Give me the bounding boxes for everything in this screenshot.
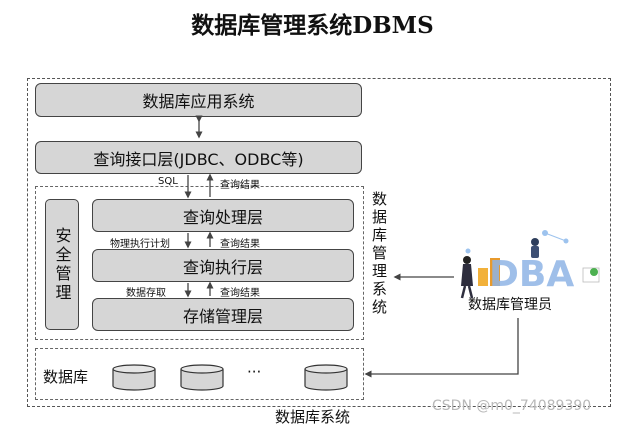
- query-interface-layer: 查询接口层(JDBC、ODBC等): [35, 141, 362, 174]
- database-system-label: 数据库系统: [274, 408, 350, 426]
- application-layer: 数据库应用系统: [35, 83, 362, 117]
- query-processing-layer: 查询处理层: [92, 199, 354, 232]
- sql-arrow-label: SQL: [158, 176, 178, 187]
- disk-icon: [112, 364, 156, 391]
- security-management-label: 安全管理: [52, 226, 72, 303]
- watermark: CSDN @m0_74089390: [432, 398, 592, 414]
- data-access-arrow-label: 数据存取: [126, 288, 166, 299]
- application-layer-label: 数据库应用系统: [142, 92, 255, 111]
- storage-management-layer: 存储管理层: [92, 298, 354, 331]
- result-arrow-label-3: 查询结果: [220, 288, 260, 299]
- database-storage-boundary: [35, 348, 364, 400]
- dbms-side-label: 数据库管理系统: [370, 191, 388, 317]
- storage-management-layer-label: 存储管理层: [182, 306, 263, 326]
- query-execution-layer: 查询执行层: [92, 249, 354, 282]
- dbms-core-boundary: [35, 186, 364, 340]
- diagram-title: 数据库管理系统DBMS: [191, 12, 434, 39]
- database-label: 数据库: [43, 368, 89, 386]
- more-disks-ellipsis: ···: [247, 363, 262, 381]
- database-system-boundary: [27, 78, 611, 407]
- result-arrow-label-1: 查询结果: [220, 180, 260, 191]
- result-arrow-label-2: 查询结果: [220, 239, 260, 250]
- disk-icon: [180, 364, 224, 391]
- query-processing-layer-label: 查询处理层: [182, 207, 263, 227]
- dba-illustration-icon: [460, 230, 600, 299]
- query-execution-layer-label: 查询执行层: [182, 257, 263, 277]
- physical-plan-arrow-label: 物理执行计划: [110, 239, 170, 250]
- dba-to-database-arrow: [364, 318, 519, 378]
- dba-logo-text: DBA: [489, 254, 574, 295]
- disk-icon: [304, 364, 348, 391]
- dba-label: 数据库管理员: [468, 297, 552, 313]
- query-interface-layer-label: 查询接口层(JDBC、ODBC等): [93, 149, 304, 169]
- security-management-block: 安全管理: [45, 199, 79, 330]
